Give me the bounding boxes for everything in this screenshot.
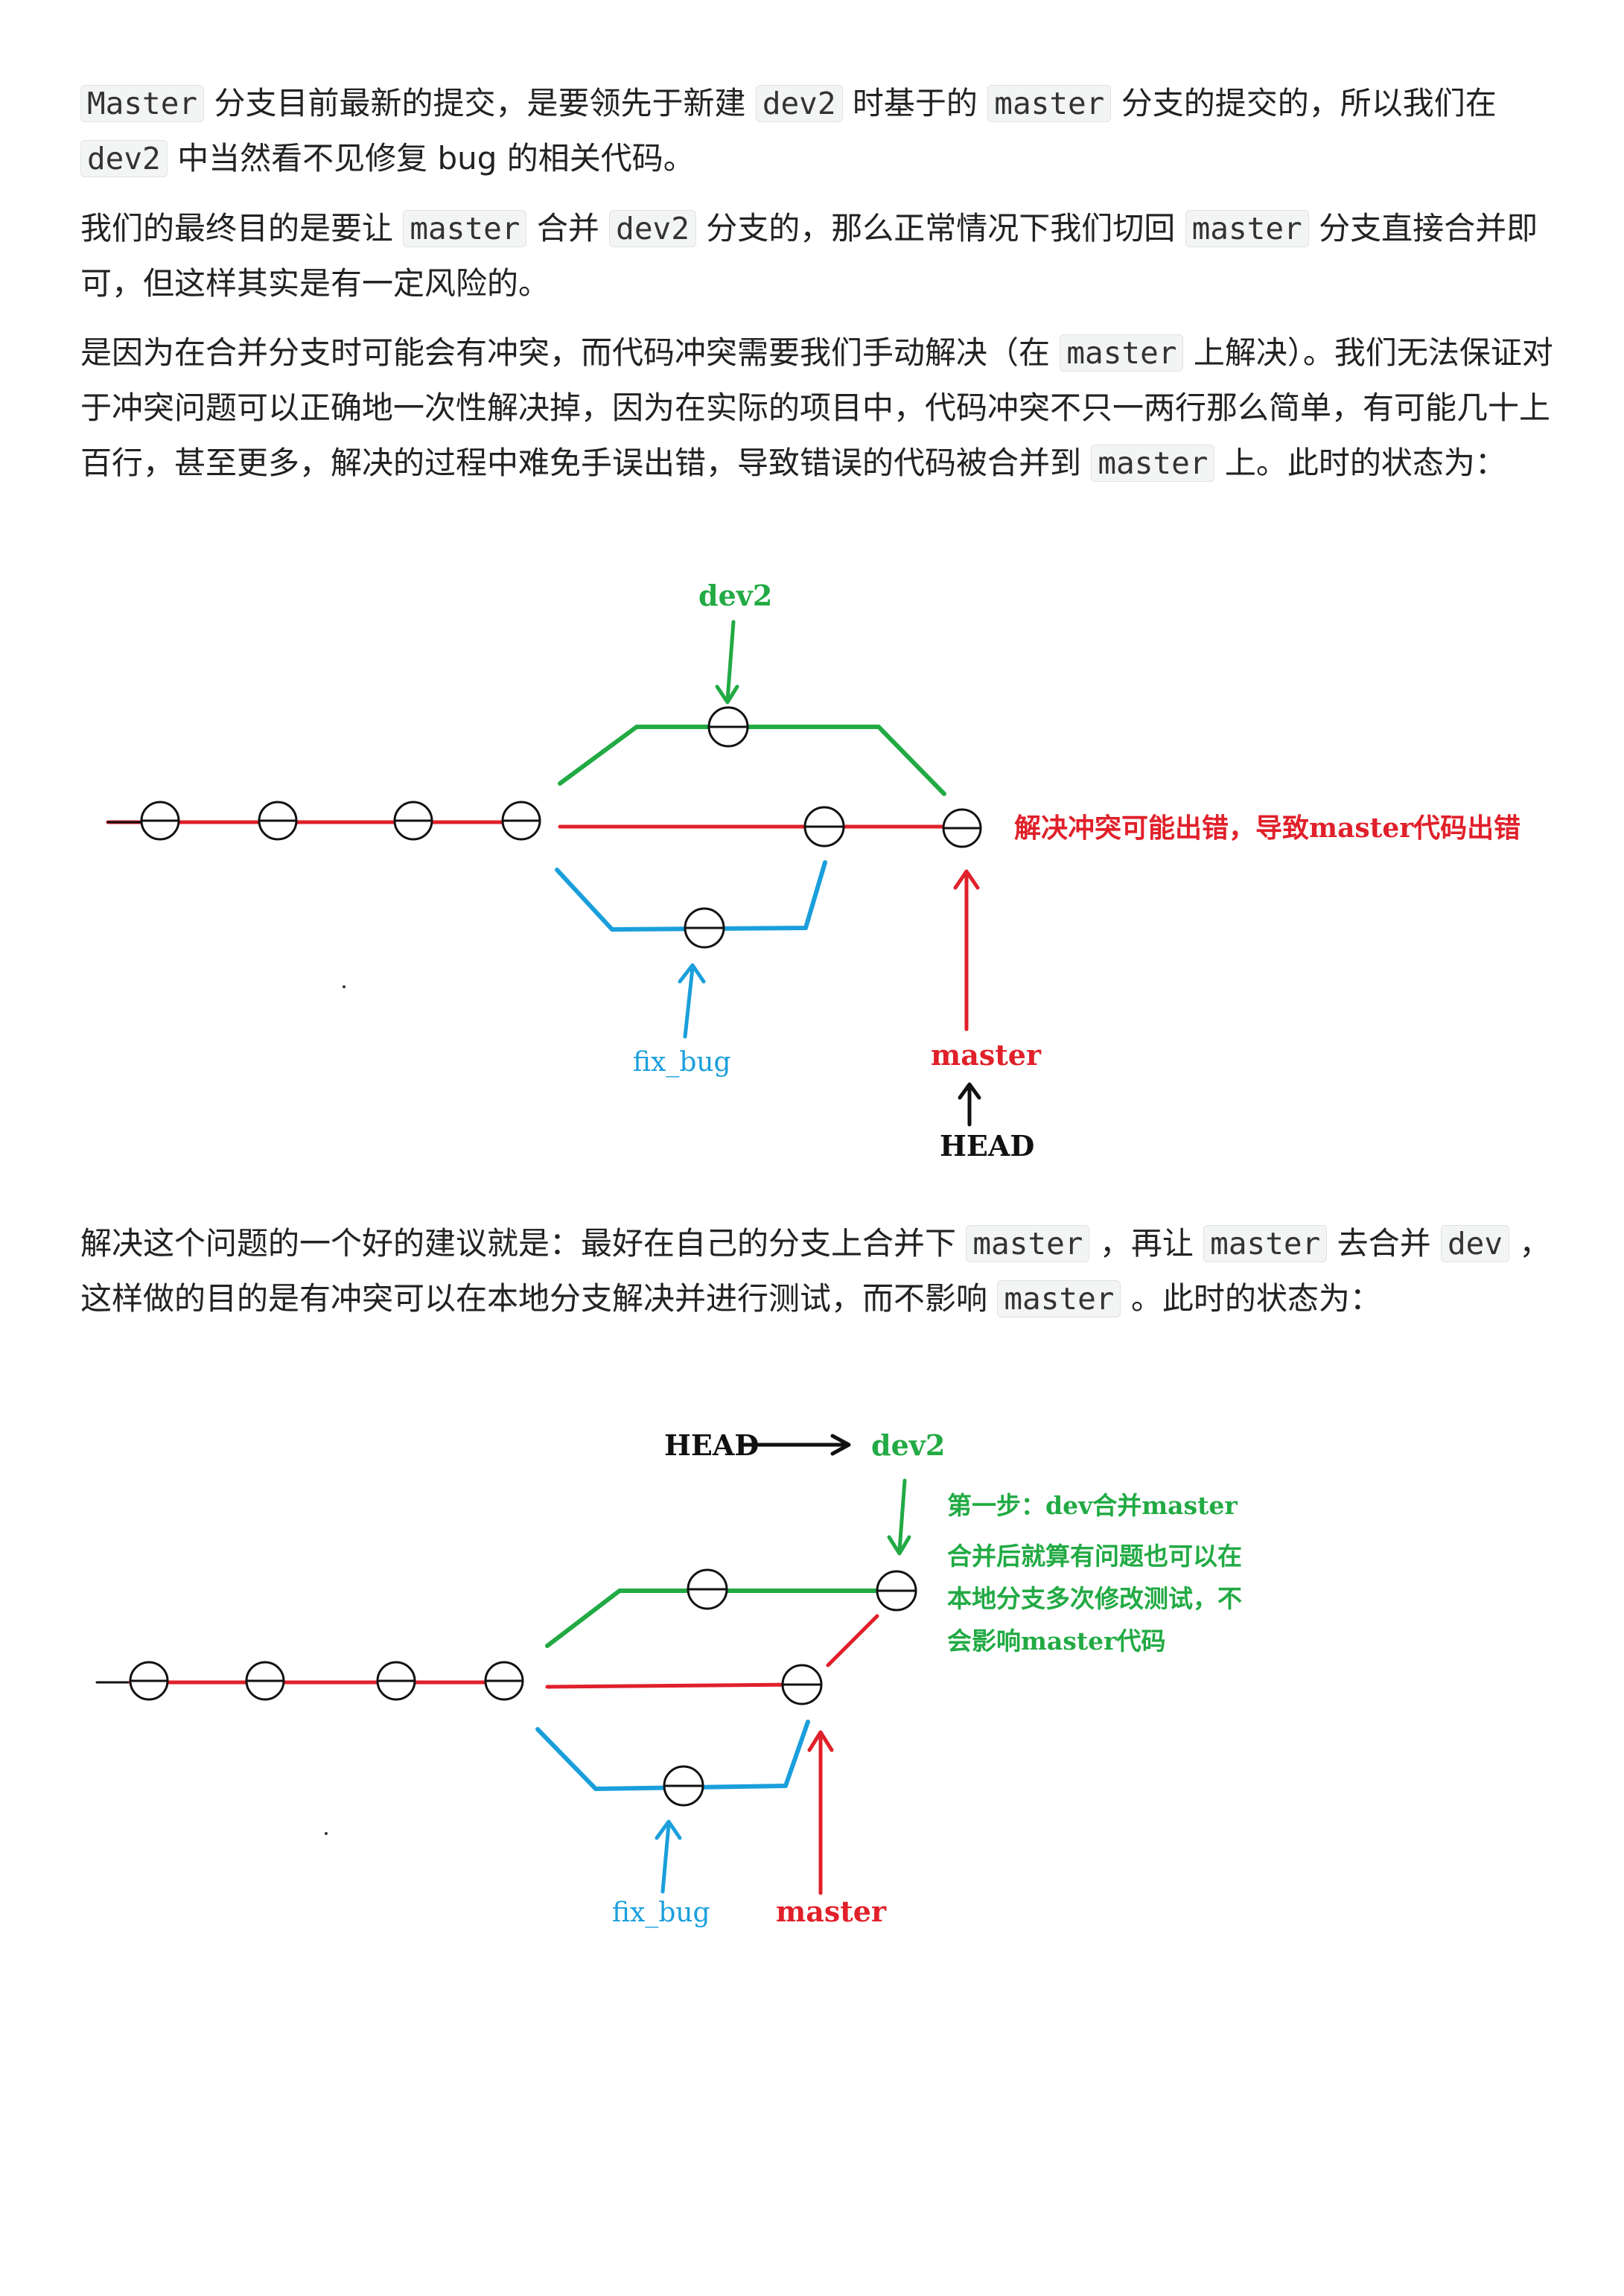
master-note: 解决冲突可能出错，导致master代码出错 xyxy=(1014,812,1520,844)
inline-code: master xyxy=(1185,210,1309,247)
inline-code: master xyxy=(966,1225,1090,1262)
fix-bug-arrow xyxy=(660,1822,671,1894)
master-label: master xyxy=(776,1895,887,1928)
master-branch-line xyxy=(545,1682,799,1689)
inline-code: dev2 xyxy=(755,85,843,122)
paragraph-text: ，再让 xyxy=(1089,1225,1204,1262)
inline-code: master xyxy=(997,1280,1121,1317)
dev2-label: dev2 xyxy=(698,579,772,612)
paragraph-text: 中当然看不见修复 bug 的相关代码。 xyxy=(167,140,695,177)
fix-bug-label: fix_bug xyxy=(612,1898,710,1928)
git-branch-diagram-1: dev2 解决冲突可能出错，导致master代码出错 fix_bug maste… xyxy=(106,579,1520,1163)
master-label: master xyxy=(931,1038,1042,1072)
head-label: HEAD xyxy=(940,1129,1034,1163)
paragraph-text: 分支的，那么正常情况下我们切回 xyxy=(695,210,1185,247)
paragraph-2: 我们的最终目的是要让 master 合并 dev2 分支的，那么正常情况下我们切… xyxy=(80,201,1555,311)
inline-code: master xyxy=(1203,1225,1328,1262)
annotation-line-2: 合并后就算有问题也可以在 xyxy=(947,1542,1242,1571)
annotation-line-3: 本地分支多次修改测试，不 xyxy=(947,1584,1242,1613)
paragraph-3: 是因为在合并分支时可能会有冲突，而代码冲突需要我们手动解决（在 master 上… xyxy=(80,325,1555,491)
paragraph-text: 分支的提交的，所以我们在 xyxy=(1111,85,1497,121)
inline-code: master xyxy=(987,85,1112,122)
inline-code: master xyxy=(1060,334,1184,372)
paragraph-text: 分支直接合并即可，但这样其实是有一定风险的。 xyxy=(80,210,1538,302)
paragraph-text: 合并 xyxy=(526,210,610,247)
fix-bug-arrow xyxy=(683,966,695,1039)
paragraph-text: 是因为在合并分支时可能会有冲突，而代码冲突需要我们手动解决（在 xyxy=(80,334,1060,371)
dev2-branch-line xyxy=(558,725,946,796)
head-label: HEAD xyxy=(664,1428,759,1462)
merge-line xyxy=(826,1614,879,1667)
paragraph-text: 上解决）。我们无法保证对于冲突问题可以正确地一次性解决掉，因为在实际的项目中，代… xyxy=(80,334,1553,481)
inline-code: dev2 xyxy=(80,140,168,177)
paragraph-text: 。此时的状态为： xyxy=(1121,1280,1381,1317)
dev2-arrow xyxy=(897,1478,907,1553)
annotation-line-1: 第一步：dev合并master xyxy=(947,1491,1238,1520)
paragraph-text: 我们的最终目的是要让 xyxy=(80,210,404,247)
paragraph-text: 解决这个问题的一个好的建议就是：最好在自己的分支上合并下 xyxy=(80,1225,967,1262)
fix-bug-label: fix_bug xyxy=(633,1047,731,1078)
paragraph-text: 去合并 xyxy=(1327,1225,1441,1262)
paragraph-text: 分支目前最新的提交，是要领先于新建 xyxy=(204,85,756,121)
inline-code: dev xyxy=(1440,1225,1510,1262)
paragraph-text: 上。此时的状态为： xyxy=(1214,445,1506,481)
inline-code: dev2 xyxy=(609,210,696,247)
inline-code: Master xyxy=(80,85,205,122)
paragraph-4: 解决这个问题的一个好的建议就是：最好在自己的分支上合并下 master ，再让 … xyxy=(80,1216,1555,1326)
dev2-branch-line xyxy=(545,1589,881,1648)
dev2-label: dev2 xyxy=(871,1428,945,1462)
inline-code: master xyxy=(403,210,527,247)
inline-code: master xyxy=(1091,445,1215,482)
git-branch-diagram-2: HEAD dev2 第一步：dev合并master 合并后就算有问题也可以在 本… xyxy=(95,1428,1242,1928)
paragraph-1: Master 分支目前最新的提交，是要领先于新建 dev2 时基于的 maste… xyxy=(80,76,1555,186)
dev2-arrow xyxy=(725,620,736,702)
paragraph-text: 时基于的 xyxy=(842,85,988,121)
annotation-line-4: 会影响master代码 xyxy=(947,1626,1166,1656)
paragraph-text: ，这样做的目的是有冲突可以在本地分支解决并进行测试，而不影响 xyxy=(80,1225,1551,1317)
